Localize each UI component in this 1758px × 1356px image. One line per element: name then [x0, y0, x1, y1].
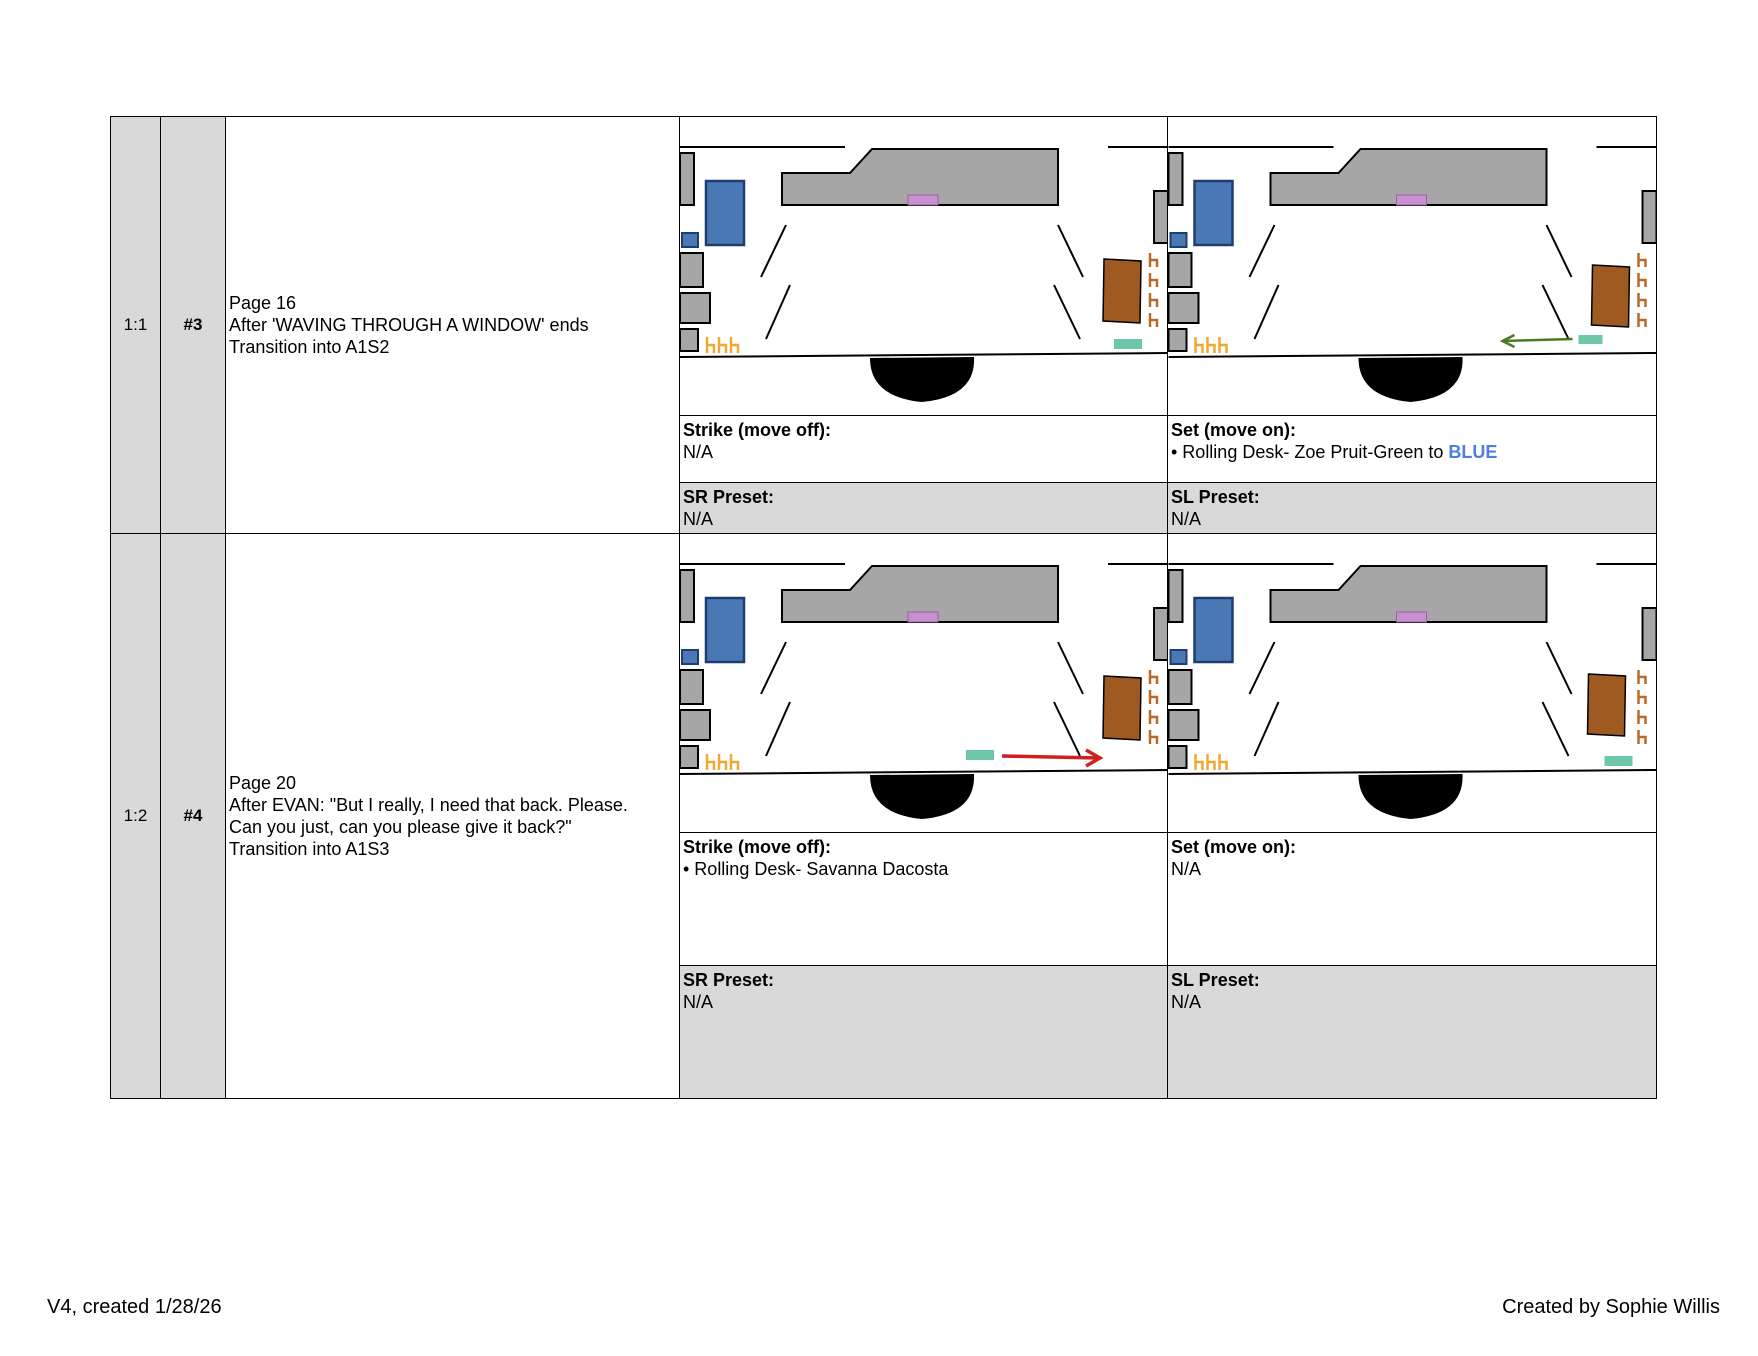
author-footer: Created by Sophie Willis	[1502, 1296, 1720, 1318]
table-row: Strike (move off): • Rolling Desk- Savan…	[111, 832, 1657, 966]
strike-label: Strike (move off):	[683, 420, 832, 440]
description-line: Transition into A1S2	[229, 337, 390, 357]
strike-value: • Rolling Desk- Savanna Dacosta	[683, 859, 949, 879]
scene-number: 1:1	[110, 116, 161, 534]
stage-diagram-after	[1167, 116, 1657, 416]
table-row: SR Preset: N/A SL Preset: N/A	[111, 482, 1657, 534]
stage-plot-before	[680, 146, 1168, 402]
cue-description: Page 20 After EVAN: "But I really, I nee…	[225, 533, 680, 1099]
strike-cell: Strike (move off): • Rolling Desk- Savan…	[679, 832, 1168, 966]
cue-number: #4	[160, 533, 226, 1099]
set-value: N/A	[1171, 859, 1202, 879]
set-value-text: • Rolling Desk- Zoe Pruit-Green to	[1171, 442, 1449, 462]
table-row: 1:1 #3 Page 16 After 'WAVING THROUGH A W…	[110, 116, 1657, 534]
stage-plot-before	[680, 563, 1168, 819]
set-label: Set (move on):	[1171, 420, 1297, 440]
sr-preset-label: SR Preset:	[683, 970, 775, 990]
table-row: SR Preset: N/A SL Preset: N/A	[111, 965, 1657, 1099]
stage-diagram-before	[679, 116, 1168, 416]
sr-preset-value: N/A	[683, 992, 714, 1012]
strike-label: Strike (move off):	[683, 837, 832, 857]
cue-description: Page 16 After 'WAVING THROUGH A WINDOW' …	[225, 116, 680, 534]
sl-preset-value: N/A	[1171, 509, 1202, 529]
sl-preset-cell: SL Preset: N/A	[1167, 482, 1657, 534]
description-line: Can you just, can you please give it bac…	[229, 817, 572, 837]
cue-number: #3	[160, 116, 226, 534]
description-line: After 'WAVING THROUGH A WINDOW' ends	[229, 315, 589, 335]
sr-preset-value: N/A	[683, 509, 714, 529]
set-cell: Set (move on): N/A	[1167, 832, 1657, 966]
description-line: After EVAN: "But I really, I need that b…	[229, 795, 628, 815]
version-footer: V4, created 1/28/26	[47, 1296, 222, 1318]
transition-table: 1:1 #3 Page 16 After 'WAVING THROUGH A W…	[110, 116, 1657, 1099]
set-label: Set (move on):	[1171, 837, 1297, 857]
sl-preset-cell: SL Preset: N/A	[1167, 965, 1657, 1099]
stage-plot-after	[1168, 563, 1657, 819]
sl-preset-label: SL Preset:	[1171, 970, 1260, 990]
stage-diagram-before	[679, 533, 1168, 833]
description-line: Transition into A1S3	[229, 839, 390, 859]
set-value: • Rolling Desk- Zoe Pruit-Green to BLUE	[1171, 441, 1653, 463]
description-line: Page 20	[229, 773, 297, 793]
table-row: 1:2 #4 Page 20 After EVAN: "But I really…	[110, 533, 1657, 1099]
set-cell: Set (move on): • Rolling Desk- Zoe Pruit…	[1167, 415, 1657, 483]
scene-number: 1:2	[110, 533, 161, 1099]
sl-preset-label: SL Preset:	[1171, 487, 1260, 507]
strike-value: N/A	[683, 442, 714, 462]
stage-diagram-after	[1167, 533, 1657, 833]
stage-plot-after	[1168, 146, 1657, 402]
strike-cell: Strike (move off): N/A	[679, 415, 1168, 483]
set-value-highlight: BLUE	[1448, 442, 1498, 462]
sl-preset-value: N/A	[1171, 992, 1202, 1012]
sr-preset-label: SR Preset:	[683, 487, 775, 507]
description-line: Page 16	[229, 293, 297, 313]
table-row: Strike (move off): N/A Set (move on): • …	[111, 415, 1657, 483]
sr-preset-cell: SR Preset: N/A	[679, 965, 1168, 1099]
sr-preset-cell: SR Preset: N/A	[679, 482, 1168, 534]
